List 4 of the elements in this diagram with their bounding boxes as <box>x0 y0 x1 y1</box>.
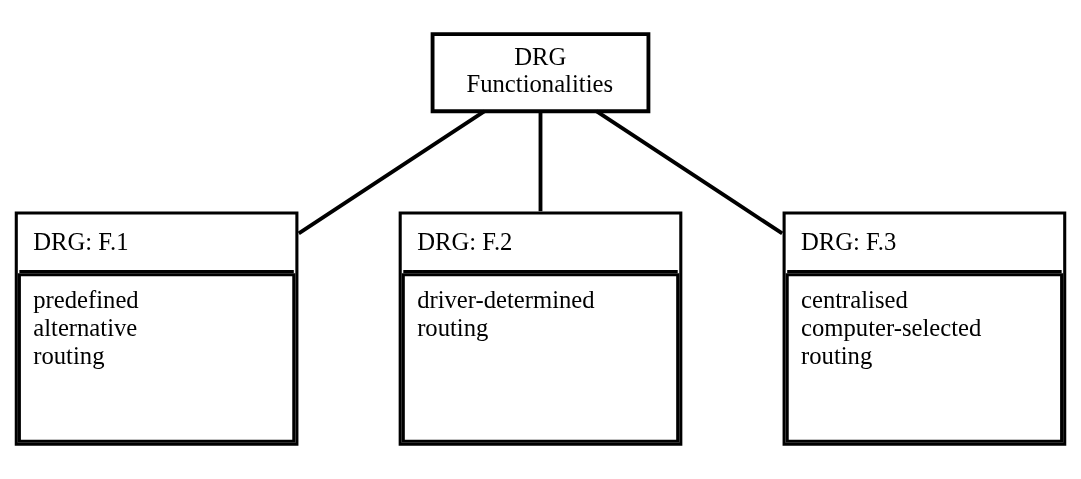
connector <box>538 111 543 211</box>
connector <box>297 109 486 235</box>
node-box: DRG Functionalities <box>430 31 651 113</box>
connector <box>595 109 784 235</box>
